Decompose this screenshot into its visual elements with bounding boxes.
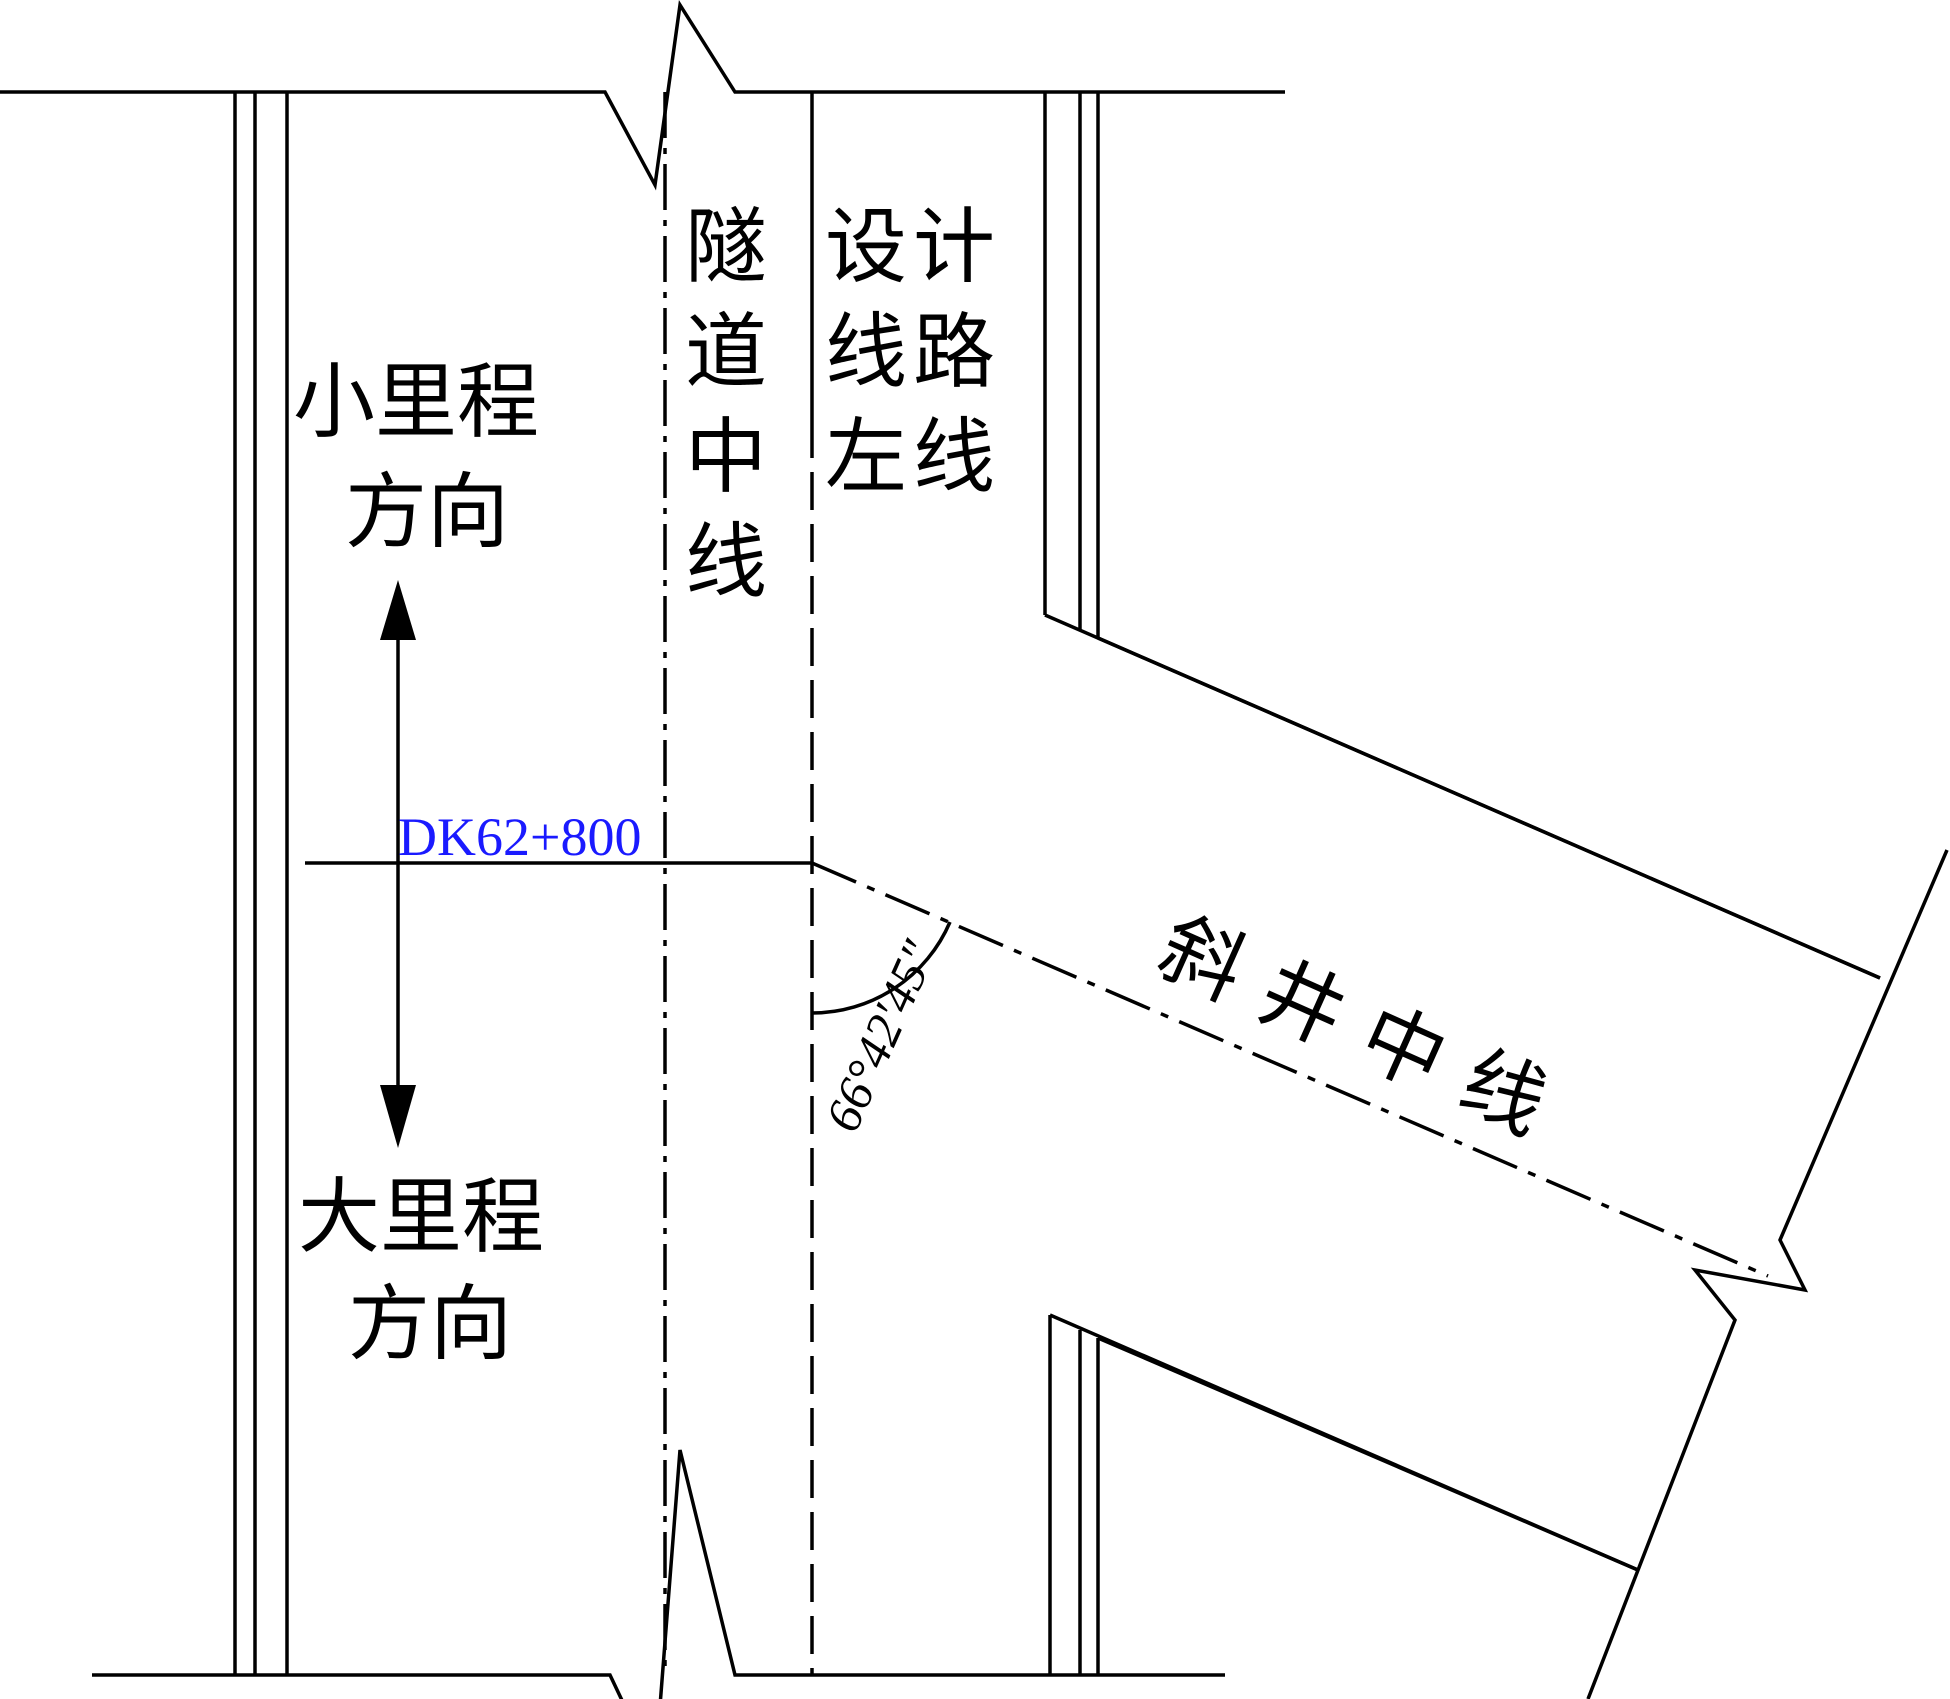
large-mileage-label-line2: 方向 — [348, 1277, 512, 1372]
top-boundary-line — [0, 0, 1285, 191]
design-line-label-col1-1: 设 — [825, 200, 907, 295]
bottom-boundary-line — [92, 1449, 1225, 1699]
tunnel-center-label-3: 中 — [685, 410, 767, 505]
design-line-label-col2-3: 线 — [913, 410, 995, 505]
arrow-up-icon — [380, 580, 416, 640]
shaft-label-4: 线 — [1447, 1033, 1561, 1153]
shaft-center-line — [811, 861, 1769, 1278]
small-mileage-label-line1: 小里程 — [293, 355, 539, 450]
design-line-label-col1-3: 左 — [825, 410, 907, 505]
tunnel-center-label-1: 隧 — [685, 200, 767, 295]
shaft-label-2: 井 — [1246, 944, 1360, 1064]
angle-arc — [811, 921, 952, 1015]
large-mileage-label-line1: 大里程 — [298, 1170, 544, 1265]
shaft-label-3: 中 — [1346, 989, 1460, 1109]
small-mileage-label-line2: 方向 — [345, 465, 509, 560]
shaft-lower-wall-inner — [1097, 1336, 1639, 1572]
arrow-down-icon — [380, 1085, 416, 1148]
station-label: DK62+800 — [398, 807, 641, 867]
shaft-end-break-line — [1586, 849, 1949, 1699]
design-line-label-col2-2: 路 — [913, 305, 995, 400]
shaft-label-1: 斜 — [1145, 899, 1259, 1019]
shaft-upper-wall-inner — [1097, 636, 1881, 980]
tunnel-center-label-2: 道 — [685, 305, 767, 400]
design-line-label-col2-1: 计 — [913, 200, 995, 295]
angle-label: 66°42′45″ — [814, 931, 948, 1139]
shaft-center-label: 斜 井 中 线 — [1145, 899, 1560, 1153]
design-line-label-col1-2: 线 — [825, 305, 907, 400]
tunnel-center-label-4: 线 — [685, 515, 767, 610]
